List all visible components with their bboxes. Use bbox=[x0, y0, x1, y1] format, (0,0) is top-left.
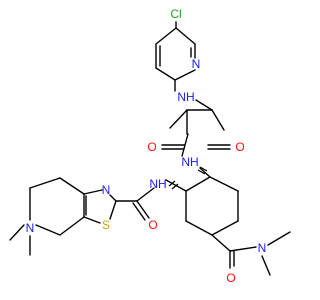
piperidine-ring bbox=[9, 177, 85, 256]
oxalamide-linker bbox=[161, 79, 231, 157]
bond bbox=[83, 189, 103, 195]
pyridine-ring bbox=[155, 21, 196, 81]
bond bbox=[35, 224, 61, 236]
thiazole-ring bbox=[83, 189, 103, 224]
bond bbox=[155, 27, 177, 45]
bond bbox=[174, 69, 196, 81]
bond bbox=[165, 179, 187, 192]
bond bbox=[155, 67, 176, 81]
bond bbox=[211, 220, 239, 236]
bond bbox=[199, 167, 211, 178]
bond bbox=[185, 220, 213, 236]
stereo-hash-bond bbox=[199, 166, 208, 172]
amide-nh-label: NH bbox=[177, 90, 194, 104]
bond bbox=[229, 246, 257, 252]
oxalyl-oxygen-left-label: O bbox=[147, 140, 156, 154]
structure-diagram: Cl N NH O O NH NH N O S N O N bbox=[9, 7, 291, 285]
bond bbox=[211, 109, 225, 131]
bond bbox=[211, 234, 231, 252]
pyridine-nitrogen-label: N bbox=[192, 57, 201, 71]
thiazole-nitrogen-label: N bbox=[102, 183, 111, 197]
piperidine-nitrogen-label: N bbox=[26, 221, 35, 235]
bond bbox=[109, 194, 117, 202]
carbonyl-oxygen-label: O bbox=[148, 218, 157, 232]
stereo-hash-bond bbox=[197, 169, 206, 175]
bond bbox=[136, 200, 150, 219]
dimethylamide-nitrogen-label: N bbox=[258, 241, 267, 255]
bond bbox=[181, 133, 189, 157]
bond bbox=[175, 27, 196, 45]
stereo-hash-bond bbox=[171, 183, 179, 190]
bond bbox=[185, 176, 211, 192]
bond bbox=[29, 177, 61, 189]
cyclohexane-ring bbox=[165, 166, 239, 236]
bond bbox=[59, 177, 85, 195]
amide-nh-mid-label: NH bbox=[181, 155, 198, 169]
oxalyl-oxygen-right-label: O bbox=[235, 140, 244, 154]
bond bbox=[83, 216, 101, 224]
chlorine-label: Cl bbox=[170, 7, 181, 21]
bond bbox=[132, 202, 146, 221]
bond bbox=[9, 224, 25, 241]
bond bbox=[59, 216, 85, 236]
dimethylamide-group bbox=[211, 231, 291, 276]
bond bbox=[136, 187, 155, 202]
bond bbox=[195, 99, 213, 111]
bond bbox=[261, 255, 271, 276]
bond bbox=[209, 176, 239, 192]
sulfur-label: S bbox=[102, 218, 110, 232]
amide-oxygen-label: O bbox=[226, 271, 235, 285]
thiazole-amide-nh-label: NH bbox=[149, 177, 166, 191]
bond bbox=[109, 200, 117, 220]
bond bbox=[267, 231, 291, 246]
thiazole-carboxamide bbox=[109, 187, 155, 221]
bond bbox=[169, 109, 188, 129]
molecule-drawing: Cl N NH O O NH NH N O S N O N bbox=[9, 7, 291, 285]
